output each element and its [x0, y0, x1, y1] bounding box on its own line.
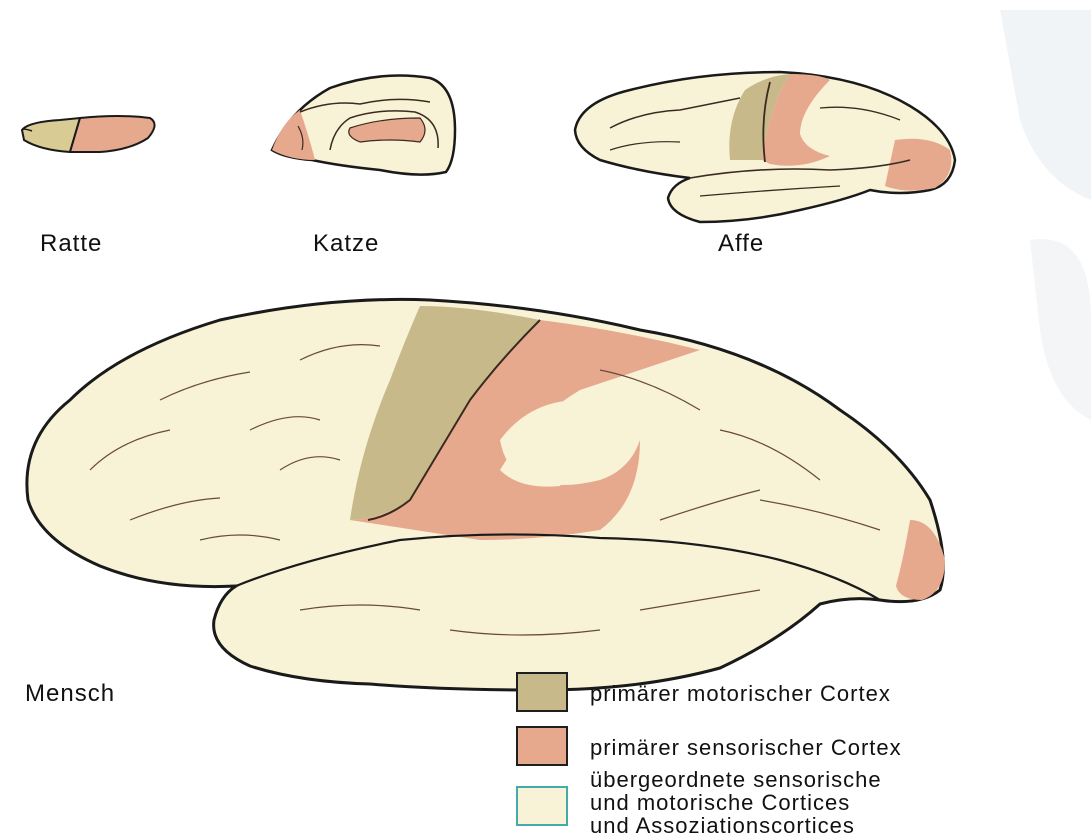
human-label: Mensch: [25, 680, 115, 708]
rat-label: Ratte: [40, 230, 102, 258]
legend-swatch-motor: [516, 672, 568, 712]
monkey-label: Affe: [718, 230, 764, 258]
legend-association-line3: und Assoziationscortices: [590, 814, 882, 837]
legend-association-line1: übergeordnete sensorische: [590, 768, 882, 791]
cat-brain: [272, 76, 455, 175]
human-brain: [27, 299, 945, 690]
cat-label: Katze: [313, 230, 379, 258]
legend-label-association: übergeordnete sensorische und motorische…: [590, 768, 882, 837]
legend-label-sensory: primärer sensorischer Cortex: [590, 736, 902, 759]
rat-sensory-area: [70, 116, 155, 152]
rat-brain: [22, 116, 155, 152]
legend-label-motor: primärer motorischer Cortex: [590, 682, 891, 705]
legend-association-line2: und motorische Cortices: [590, 791, 882, 814]
legend-swatch-association: [516, 786, 568, 826]
monkey-brain: [575, 72, 955, 222]
monkey-occipital-area: [885, 139, 951, 191]
legend-swatch-sensory: [516, 726, 568, 766]
